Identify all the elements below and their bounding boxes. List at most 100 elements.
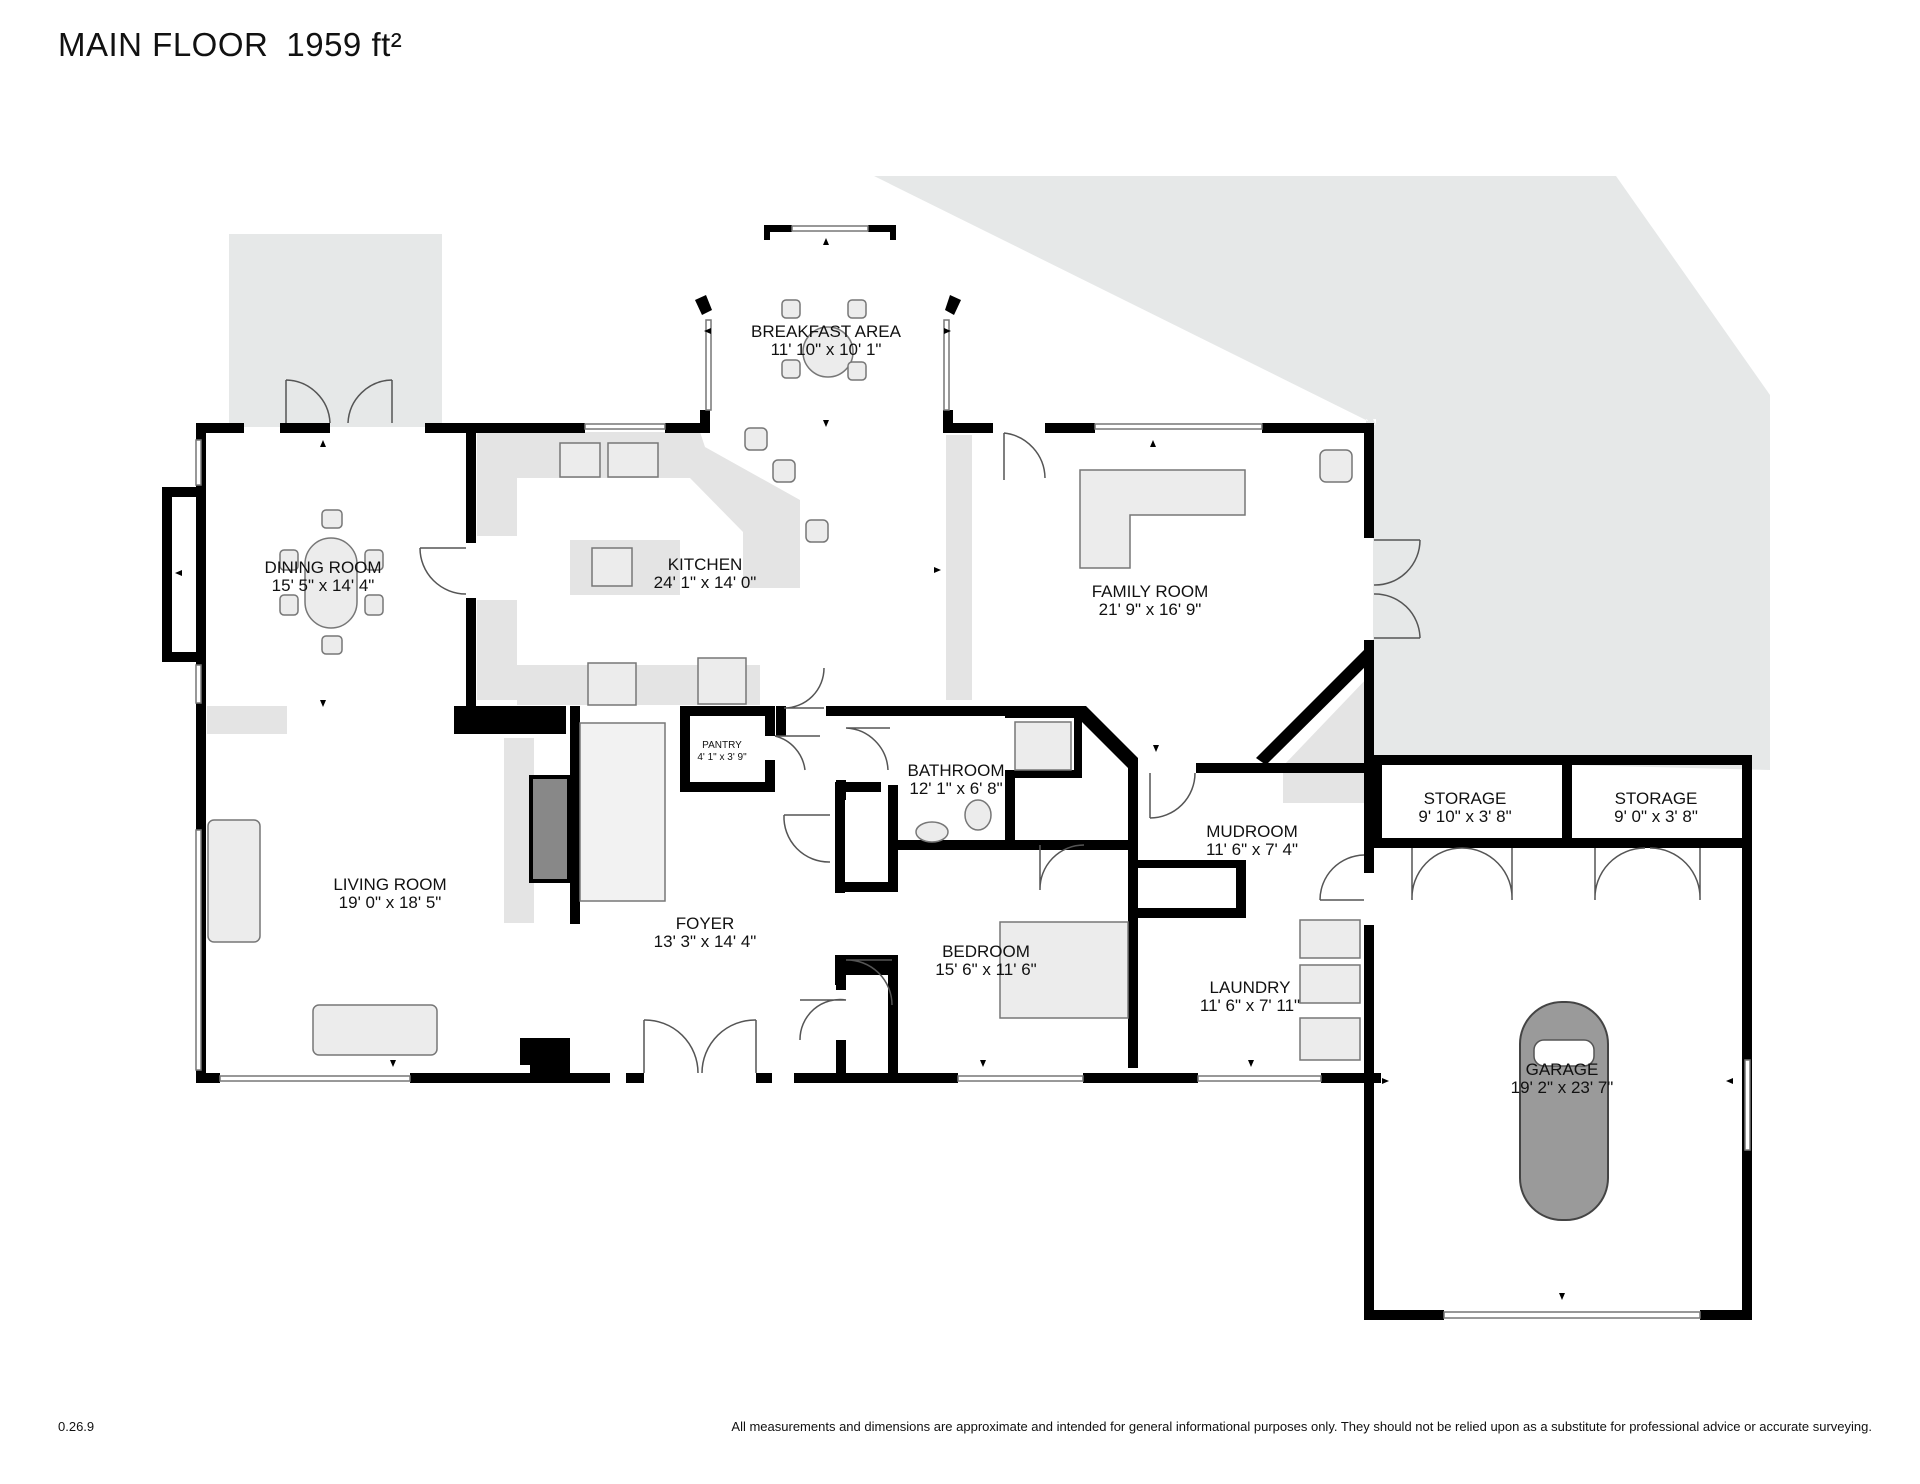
window-dining-west-a <box>195 439 202 486</box>
bath-wall-diag <box>1076 706 1138 768</box>
window-living-west <box>195 829 202 1071</box>
living-loveseat <box>312 1004 438 1056</box>
stair-header-wall <box>454 706 566 734</box>
south-wall-g <box>1083 1073 1198 1083</box>
bar-stool <box>805 519 829 543</box>
laundry-sink <box>1299 964 1361 1004</box>
marker-arrow <box>980 1060 986 1067</box>
room-dims-dining: 15' 5" x 14' 4" <box>272 576 375 595</box>
room-name-living: LIVING ROOM <box>333 875 446 894</box>
north-wall-family-b <box>1045 423 1095 433</box>
foyer-closet-top <box>836 965 896 975</box>
bed <box>999 921 1129 1019</box>
south-wall-a <box>196 1073 220 1083</box>
room-dims-storage-1: 9' 10" x 3' 8" <box>1418 807 1511 826</box>
south-wall-d <box>626 1073 644 1083</box>
breakfast-wall-sw <box>700 410 710 433</box>
shower-top-wall <box>1005 710 1080 718</box>
marker-arrow <box>320 440 326 447</box>
marker-arrow <box>390 1060 396 1067</box>
dishwasher <box>559 442 601 478</box>
pantry-wall-west <box>680 706 690 788</box>
marker-arrow <box>823 420 829 427</box>
marker-arrow <box>944 328 951 334</box>
breakfast-wall-w <box>695 295 712 315</box>
bath-wall-nook <box>835 782 881 792</box>
south-wall-fireplace <box>530 1048 570 1083</box>
bathroom-sink <box>915 821 949 843</box>
dining-bay-wall <box>162 487 172 662</box>
window-dining-west-b <box>195 664 202 704</box>
family-patio <box>874 176 1770 770</box>
window-kitchen <box>584 423 666 430</box>
door-family-ext-b <box>1373 593 1421 639</box>
storage-divider <box>1562 765 1572 848</box>
bar-stool <box>744 427 768 451</box>
dining-chair <box>279 594 299 616</box>
furniture <box>207 299 1609 1221</box>
island-sink <box>591 547 633 587</box>
storage-left-wall <box>1370 765 1382 838</box>
bath-shower-wall <box>1005 775 1015 850</box>
marker-arrow <box>1382 1078 1389 1084</box>
bed-wall-west <box>888 955 898 1080</box>
floor-name: MAIN FLOOR <box>58 26 269 63</box>
room-name-laundry: LAUNDRY <box>1210 978 1291 997</box>
door-dining-left <box>285 379 331 424</box>
garage-west-wall <box>1364 1065 1374 1320</box>
room-dims-mudroom: 11' 6" x 7' 4" <box>1206 840 1298 859</box>
west-wall <box>196 423 206 1083</box>
room-dims-kitchen: 24' 1" x 14' 0" <box>654 573 757 592</box>
mudroom-bench-top <box>1128 860 1244 868</box>
pantry-wall-east-b <box>765 760 775 792</box>
door-front-left <box>643 1019 699 1074</box>
marker-arrow <box>934 567 941 573</box>
laundry-wall-east <box>1364 925 1374 1085</box>
exterior-areas <box>229 176 1770 770</box>
dining-patio <box>229 234 442 427</box>
family-chair <box>1319 449 1353 483</box>
breakfast-wall-ne <box>868 225 896 240</box>
walls <box>162 225 1752 1320</box>
east-wall-family-b <box>1364 640 1374 765</box>
marker-arrow <box>320 700 326 707</box>
door-storage1-b <box>1461 847 1513 901</box>
bar-stool <box>772 459 796 483</box>
garage-top-wall <box>1364 755 1752 765</box>
pantry-wall-south <box>680 782 765 792</box>
south-wall-b <box>410 1073 610 1083</box>
door-bath <box>845 727 890 771</box>
foyer-closet-side <box>836 965 846 990</box>
marker-arrow <box>1150 440 1156 447</box>
car-windshield <box>1533 1039 1595 1067</box>
room-name-pantry: PANTRY <box>702 740 742 751</box>
east-wall-family-a <box>1364 423 1374 538</box>
room-name-family: FAMILY ROOM <box>1092 582 1209 601</box>
room-dims-living: 19' 0" x 18' 5" <box>339 893 442 912</box>
north-wall-dining-a <box>196 423 244 433</box>
garage-east-wall <box>1742 755 1752 1320</box>
floor-area: 1959 ft² <box>286 26 403 63</box>
dining-kitchen-wall-a <box>466 423 476 543</box>
dining-bay-bottom <box>162 652 206 662</box>
shower <box>1014 721 1072 771</box>
breakfast-wall-e <box>945 295 961 315</box>
laundry-wall-north <box>1128 908 1244 918</box>
kitchen-wall-east <box>776 706 786 736</box>
room-dims-family: 21' 9" x 16' 9" <box>1099 600 1202 619</box>
breakfast-chair <box>781 359 801 379</box>
bath-closet-east <box>888 785 898 892</box>
north-wall-family-a <box>943 423 993 433</box>
door-kitchen-hall <box>783 667 825 709</box>
window-breakfast-right <box>943 319 950 411</box>
window-laundry-south <box>1197 1075 1322 1082</box>
north-wall-dining-b <box>280 423 330 433</box>
breakfast-wall-se <box>943 410 953 433</box>
bath-wall-west <box>835 785 845 893</box>
room-labels: BREAKFAST AREA 11' 10" x 10' 1" DINING R… <box>264 322 1697 1097</box>
breakfast-wall-nw <box>764 225 792 240</box>
family-sectional-sofa <box>1079 469 1246 569</box>
north-wall-kitchen-a <box>425 423 585 433</box>
toilet <box>964 799 992 831</box>
